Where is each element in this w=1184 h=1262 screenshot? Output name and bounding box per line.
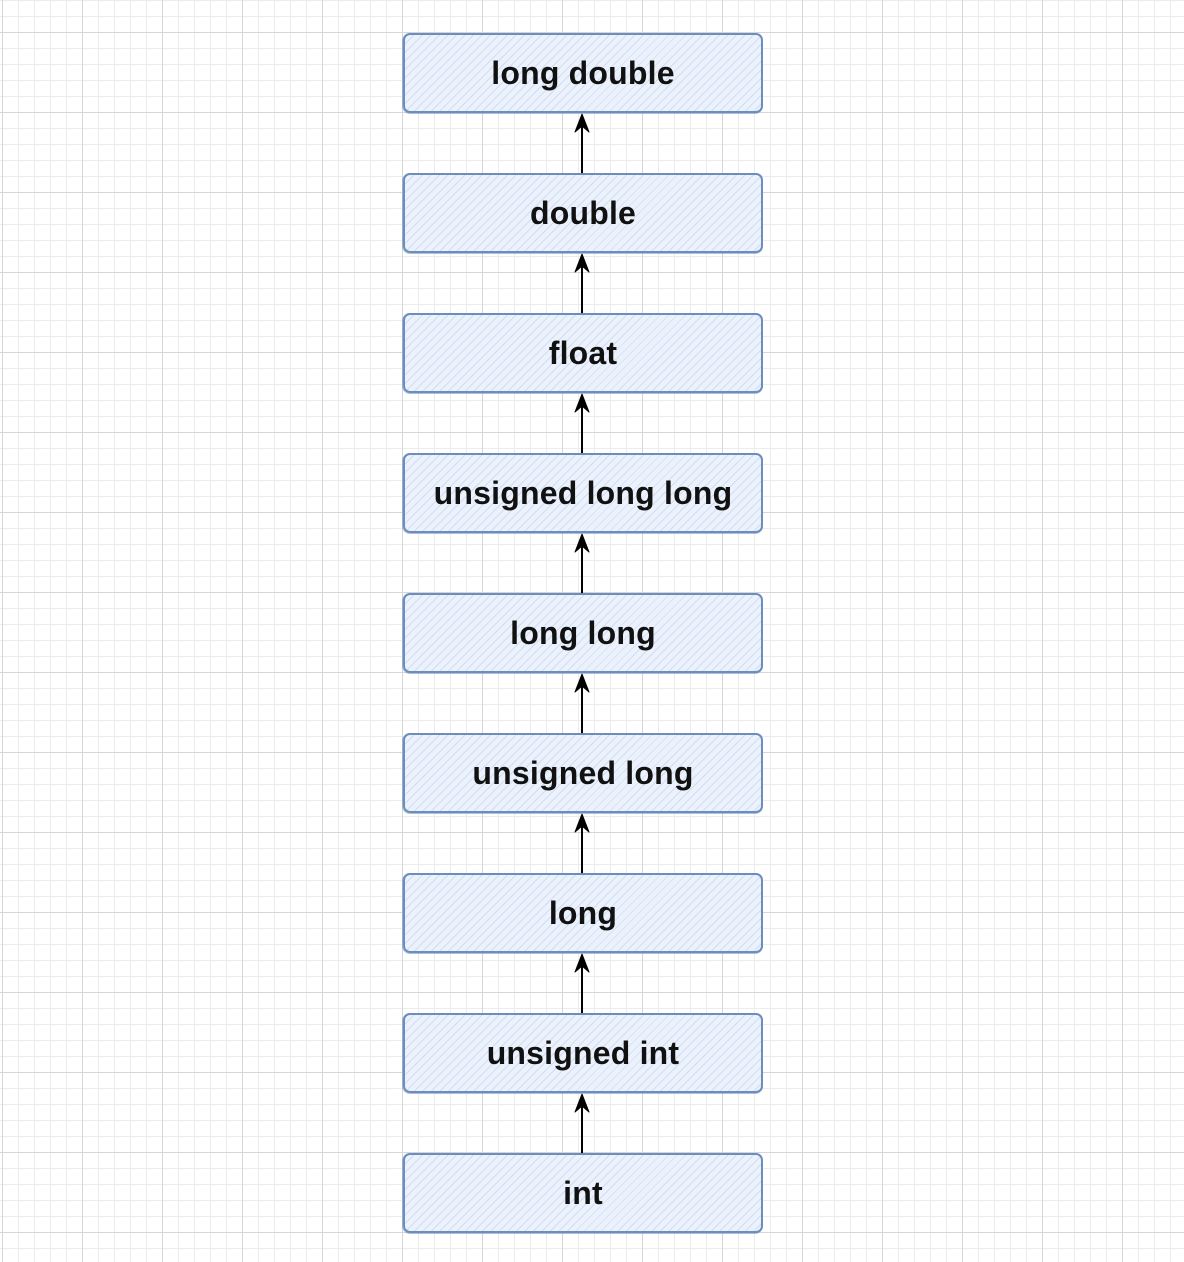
arrowhead-icon xyxy=(574,113,590,133)
arrowhead-icon xyxy=(574,533,590,553)
node-label: unsigned int xyxy=(486,1034,680,1071)
node-long-double[interactable]: long double xyxy=(402,33,763,114)
arrow-float-to-double xyxy=(574,253,590,313)
node-float[interactable]: float xyxy=(402,313,763,394)
node-label: long xyxy=(548,894,618,931)
node-long-long[interactable]: long long xyxy=(402,593,763,674)
arrowhead-icon xyxy=(574,953,590,973)
arrow-double-to-long-double xyxy=(574,113,590,173)
node-label: long double xyxy=(491,54,675,91)
arrow-long-long-to-unsigned-long-long xyxy=(574,533,590,593)
node-label: double xyxy=(529,194,637,231)
node-label: int xyxy=(563,1174,603,1211)
node-label: long long xyxy=(510,614,656,651)
arrowhead-icon xyxy=(574,1093,590,1113)
arrow-unsigned-long-to-long-long xyxy=(574,673,590,733)
node-double[interactable]: double xyxy=(402,173,763,254)
arrowhead-icon xyxy=(574,813,590,833)
node-unsigned-int[interactable]: unsigned int xyxy=(402,1013,763,1094)
arrowhead-icon xyxy=(574,393,590,413)
arrowhead-icon xyxy=(574,673,590,693)
arrow-int-to-unsigned-int xyxy=(574,1093,590,1153)
node-long[interactable]: long xyxy=(402,873,763,954)
node-unsigned-long-long[interactable]: unsigned long long xyxy=(402,453,763,534)
node-unsigned-long[interactable]: unsigned long xyxy=(402,733,763,814)
node-int[interactable]: int xyxy=(402,1153,763,1234)
arrow-unsigned-int-to-long xyxy=(574,953,590,1013)
node-label: unsigned long xyxy=(472,754,694,791)
arrow-unsigned-long-long-to-float xyxy=(574,393,590,453)
node-label: float xyxy=(548,334,618,371)
node-label: unsigned long long xyxy=(433,474,733,511)
arrow-long-to-unsigned-long xyxy=(574,813,590,873)
arrowhead-icon xyxy=(574,253,590,273)
